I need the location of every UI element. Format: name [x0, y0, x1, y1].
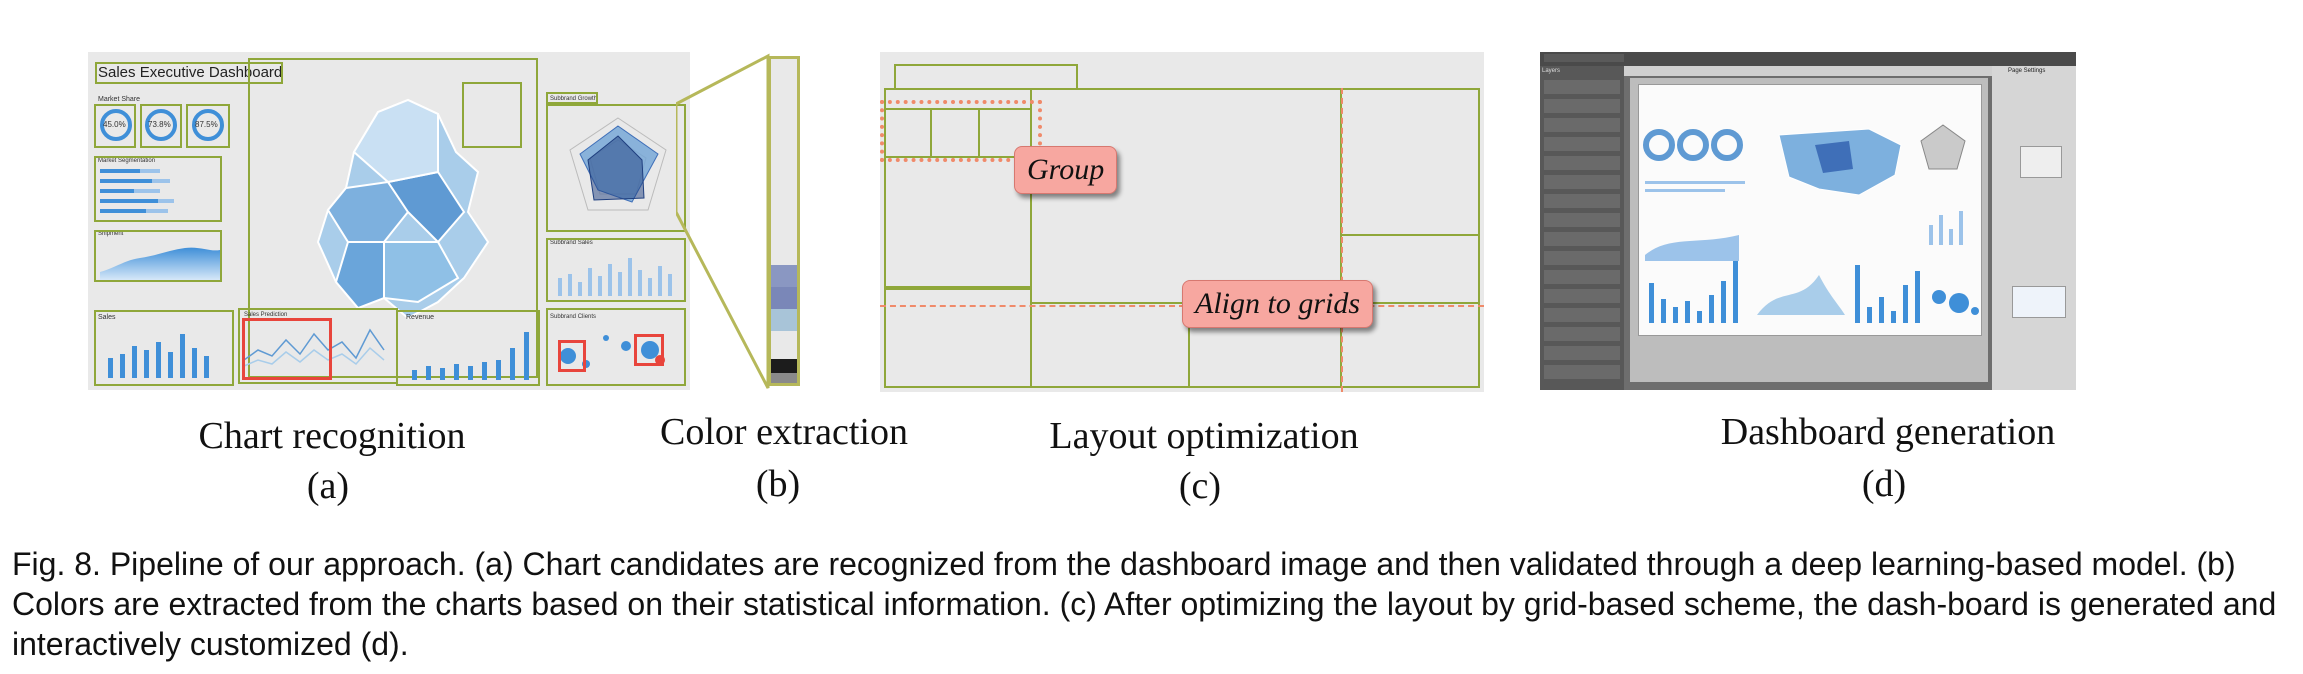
subbrand-growth-radar	[569, 117, 667, 211]
subbrand-clients-label: Subbrand Clients	[550, 314, 597, 320]
panel-b-color-strip	[768, 56, 800, 386]
detect-box-growth	[546, 104, 686, 232]
caption-letter-b: (b)	[755, 463, 801, 505]
panel-a-chart-recognition: Sales Executive Dashboard Market Share 4…	[88, 52, 690, 390]
swatch-2	[771, 287, 797, 309]
gauge-2	[145, 109, 177, 141]
subbrand-sales-label: Subbrand Sales	[550, 240, 593, 246]
generated-dashboard-preview	[1643, 124, 1979, 323]
detect-box-subbrand-sales	[546, 238, 686, 302]
detect-box-gauge-2	[140, 104, 182, 148]
sidebar-header: Layers	[1542, 68, 1561, 74]
sidebar-layer-list	[1544, 80, 1620, 380]
swatch-4	[771, 359, 797, 373]
editor-canvas	[1630, 78, 1988, 382]
layout-cell-left-bottom	[884, 288, 1032, 388]
highlight-box-client-a	[558, 340, 586, 372]
swatch-1	[771, 265, 797, 287]
editor-menu-text	[1544, 54, 1624, 62]
sales-prediction-line-chart	[244, 328, 385, 367]
layout-cell-center	[1030, 88, 1342, 388]
swatch-5	[771, 373, 797, 383]
panel-c-layout-optimization: Group Align to grids	[880, 52, 1484, 392]
caption-letter-a: (a)	[306, 465, 350, 507]
swatch-3	[771, 309, 797, 331]
editor-sidebar: Layers	[1540, 66, 1624, 390]
detect-box-map	[248, 58, 538, 378]
highlight-box-client-b	[634, 334, 664, 366]
shipment-label: Shipment	[98, 231, 124, 237]
detect-box-title	[95, 62, 283, 84]
grid-guide-vertical	[1341, 88, 1343, 392]
layout-cell-title	[894, 64, 1078, 90]
gauge-3-value: 87.5%	[195, 120, 218, 129]
panel-d-dashboard-editor: Layers	[1540, 52, 2076, 390]
editor-toolbar	[1540, 52, 2076, 66]
group-selection	[880, 100, 1042, 162]
detect-box-revenue	[396, 310, 540, 386]
market-segmentation-label: Market Segmentation	[98, 158, 156, 164]
caption-letter-d: (d)	[1861, 463, 1907, 505]
detect-box-gauge-1	[94, 104, 136, 148]
revenue-label: Revenue	[406, 314, 435, 321]
gauge-1	[100, 109, 132, 141]
gauge-1-value: 45.0%	[103, 120, 126, 129]
align-to-grids-badge: Align to grids	[1182, 280, 1374, 328]
detect-box-map-inset	[462, 82, 522, 148]
detect-box-sales	[94, 310, 234, 386]
detect-box-growth-title	[546, 92, 598, 104]
shipment-area-chart	[100, 247, 220, 280]
settings-upload-box	[2020, 146, 2062, 178]
settings-header: Page Settings	[2008, 68, 2046, 74]
caption-label-a: Chart recognition	[198, 415, 466, 457]
editor-ruler	[1624, 66, 1992, 76]
revenue-bar-chart	[412, 332, 529, 380]
market-segmentation-chart	[100, 169, 174, 213]
sales-label: Sales	[98, 314, 116, 321]
dashboard-title: Sales Executive Dashboard	[98, 64, 283, 81]
sales-bar-chart	[108, 334, 209, 378]
caption-label-c: Layout optimization	[1049, 415, 1359, 457]
caption-label-d: Dashboard generation	[1720, 411, 2056, 453]
subbrand-growth-label: Subbrand Growth	[550, 96, 598, 102]
group-badge: Group	[1014, 146, 1118, 194]
sales-prediction-label: Sales Prediction	[244, 312, 288, 318]
zoom-connector	[676, 53, 770, 389]
dashboard-canvas	[1638, 84, 1982, 336]
gauge-3	[192, 109, 224, 141]
highlight-box-prediction	[242, 318, 332, 380]
detect-box-shipment	[94, 230, 222, 282]
region-map	[316, 98, 490, 320]
gauge-2-value: 73.8%	[148, 120, 171, 129]
layout-cell-right-top	[1340, 88, 1480, 236]
market-share-label: Market Share	[98, 96, 141, 103]
detect-box-gauge-3	[186, 104, 230, 148]
subbrand-sales-bar-chart	[558, 258, 672, 296]
subbrand-clients-bubble-chart	[560, 335, 665, 368]
caption-label-b: Color extraction	[660, 411, 908, 453]
detect-box-segmentation	[94, 156, 222, 222]
figure-caption: Fig. 8. Pipeline of our approach. (a) Ch…	[12, 546, 2277, 662]
detect-box-clients	[546, 308, 686, 386]
caption-letter-c: (c)	[1178, 465, 1222, 507]
settings-thumbnail	[2012, 286, 2066, 318]
editor-settings-panel: Page Settings	[1992, 66, 2076, 390]
